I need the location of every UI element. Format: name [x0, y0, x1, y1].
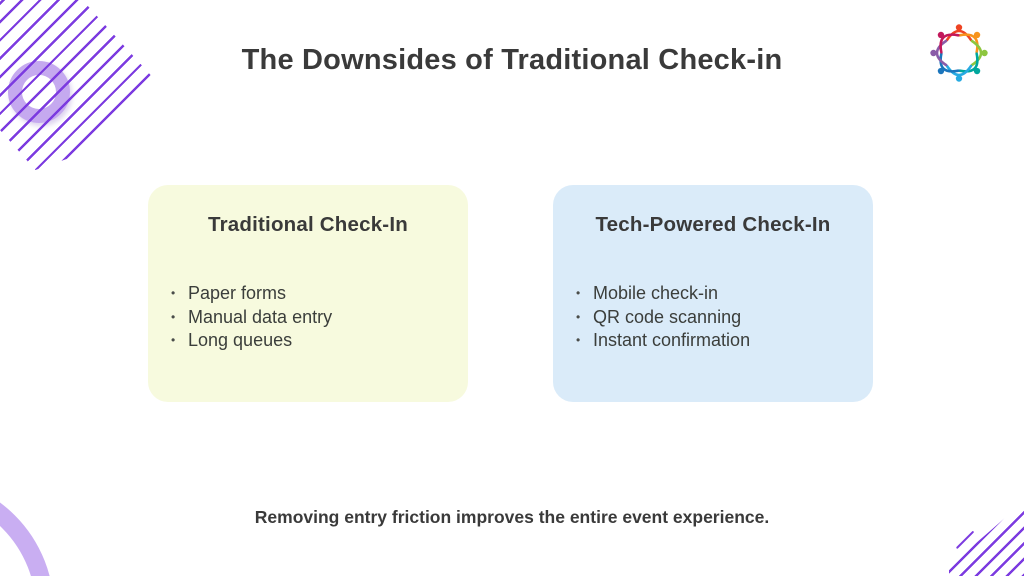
footer-takeaway: Removing entry friction improves the ent…: [254, 507, 770, 527]
list-item: Paper forms: [170, 282, 468, 306]
card-heading-traditional: Traditional Check-In: [208, 213, 408, 236]
card-list-traditional: Paper forms Manual data entry Long queue…: [148, 282, 468, 353]
list-item: Long queues: [170, 329, 468, 353]
slide-title: The Downsides of Traditional Check-in: [241, 44, 783, 76]
card-tech-powered-checkin: Tech-Powered Check-In Mobile check-in QR…: [553, 185, 873, 402]
list-item: QR code scanning: [575, 306, 873, 330]
card-list-tech-powered: Mobile check-in QR code scanning Instant…: [553, 282, 873, 353]
card-traditional-checkin: Traditional Check-In Paper forms Manual …: [148, 185, 468, 402]
stripe-accent-bottom-right: [955, 530, 975, 550]
card-heading-tech-powered: Tech-Powered Check-In: [595, 213, 831, 236]
list-item: Instant confirmation: [575, 329, 873, 353]
list-item: Manual data entry: [170, 306, 468, 330]
stripes-decoration-top-left: [0, 0, 151, 170]
list-item: Mobile check-in: [575, 282, 873, 306]
community-logo-icon: [930, 24, 988, 82]
